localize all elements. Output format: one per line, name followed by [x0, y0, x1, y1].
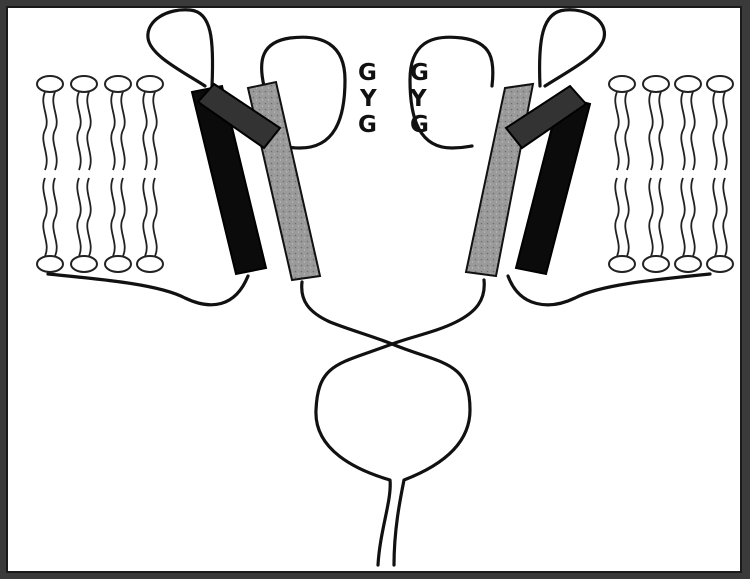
left-lipid-head-top — [105, 76, 131, 92]
right-selectivity-sequence: G Y G — [409, 60, 429, 138]
left-lipid-head-top — [71, 76, 97, 92]
left-lipid-tail-upper — [111, 92, 114, 170]
left-lipid-tail-upper — [77, 92, 80, 170]
left-lipid-tail-upper — [121, 92, 124, 170]
right-lipid-head-bottom — [675, 256, 701, 272]
left-lipid-tail-lower — [121, 178, 124, 256]
left-lipid-tail-lower — [111, 178, 114, 256]
left-lipid-tail-lower — [43, 178, 46, 256]
left-lipid-tail-lower — [53, 178, 56, 256]
left-lipid-tail-lower — [153, 178, 156, 256]
left-lipid-tail-upper — [53, 92, 56, 170]
right-lipid-head-top — [707, 76, 733, 92]
right-lipid-tail-lower — [659, 178, 662, 256]
right-lipid-bilayer — [609, 76, 733, 272]
left-lipid-tail-lower — [77, 178, 80, 256]
right-lipid-tail-lower — [649, 178, 652, 256]
right-seq-g1: G — [410, 60, 429, 86]
left-lipid-head-bottom — [137, 256, 163, 272]
right-lipid-tail-lower — [713, 178, 716, 256]
right-lipid-tail-upper — [681, 92, 684, 170]
right-lipid-head-top — [609, 76, 635, 92]
right-n-terminal-line — [508, 274, 710, 305]
right-lipid-head-bottom — [609, 256, 635, 272]
left-lipid-head-top — [37, 76, 63, 92]
left-seq-y: Y — [359, 86, 377, 112]
right-lipid-tail-upper — [691, 92, 694, 170]
right-lipid-head-top — [643, 76, 669, 92]
right-lipid-tail-upper — [723, 92, 726, 170]
right-seq-g2: G — [410, 112, 429, 138]
right-lipid-head-bottom — [707, 256, 733, 272]
left-lipid-head-top — [137, 76, 163, 92]
left-seq-g2: G — [358, 112, 377, 138]
right-lipid-tail-lower — [615, 178, 618, 256]
left-lipid-tail-upper — [153, 92, 156, 170]
cytoplasmic-tail-right — [316, 280, 484, 565]
left-n-terminal-line — [48, 274, 248, 305]
right-lipid-head-top — [675, 76, 701, 92]
left-lipid-tail-upper — [87, 92, 90, 170]
left-lipid-tail-lower — [143, 178, 146, 256]
right-lipid-tail-upper — [713, 92, 716, 170]
right-turret-loop — [540, 10, 605, 86]
right-lipid-tail-lower — [625, 178, 628, 256]
left-lipid-tail-upper — [143, 92, 146, 170]
left-lipid-tail-upper — [43, 92, 46, 170]
right-lipid-tail-upper — [625, 92, 628, 170]
left-lipid-bilayer — [37, 76, 163, 272]
left-selectivity-sequence: G Y G — [358, 60, 377, 138]
left-lipid-head-bottom — [37, 256, 63, 272]
left-turret-loop — [148, 10, 213, 86]
right-lipid-head-bottom — [643, 256, 669, 272]
right-seq-y: Y — [409, 86, 427, 112]
right-lipid-tail-upper — [649, 92, 652, 170]
left-lipid-head-bottom — [71, 256, 97, 272]
right-lipid-tail-lower — [681, 178, 684, 256]
right-lipid-tail-upper — [615, 92, 618, 170]
left-lipid-head-bottom — [105, 256, 131, 272]
right-lipid-tail-lower — [691, 178, 694, 256]
left-lipid-tail-lower — [87, 178, 90, 256]
right-lipid-tail-upper — [659, 92, 662, 170]
left-seq-g1: G — [358, 60, 377, 86]
right-lipid-tail-lower — [723, 178, 726, 256]
